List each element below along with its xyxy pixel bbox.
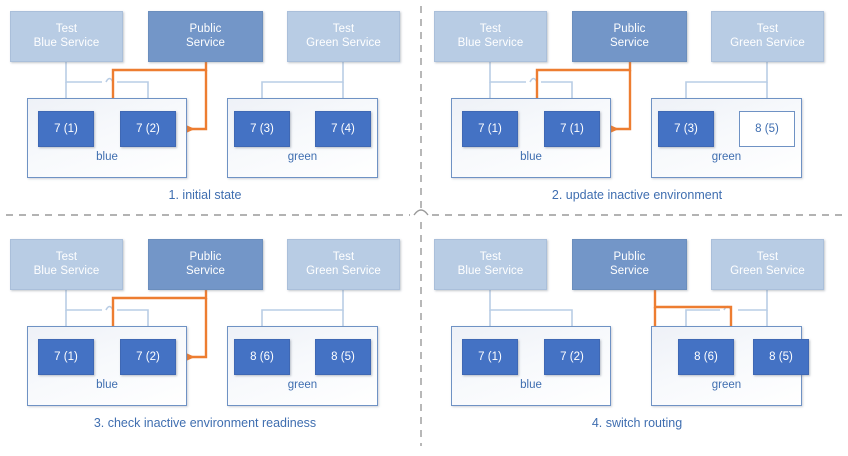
label-line-2: Green Service <box>730 264 805 277</box>
public-service-label: Public Service <box>610 251 649 278</box>
test-green-service-label: Test Green Service <box>730 251 805 278</box>
test-blue-service-label: Test Blue Service <box>34 23 100 50</box>
public-service-label: Public Service <box>186 251 225 278</box>
test-blue-service-box[interactable]: Test Blue Service <box>10 239 123 290</box>
public-service-label: Public Service <box>610 23 649 50</box>
test-green-service-box[interactable]: Test Green Service <box>287 11 400 62</box>
test-blue-service-label: Test Blue Service <box>458 23 524 50</box>
label-line-2: Blue Service <box>33 264 100 277</box>
label-line-1: Test <box>479 23 502 35</box>
test-green-service-box[interactable]: Test Green Service <box>711 11 824 62</box>
test-blue-service-box[interactable]: Test Blue Service <box>434 11 547 62</box>
label-line-1: Test <box>756 251 779 263</box>
test-green-service-label: Test Green Service <box>730 23 805 50</box>
label-line-1: Public <box>613 23 646 35</box>
label-line-2: Green Service <box>730 36 805 49</box>
instance-box[interactable]: 7 (3) <box>234 111 290 147</box>
instance-box[interactable]: 8 (6) <box>678 339 734 375</box>
panel-caption: 1. initial state <box>168 188 242 202</box>
test-blue-service-box[interactable]: Test Blue Service <box>434 239 547 290</box>
label-line-1: Public <box>189 23 222 35</box>
environment-label: green <box>287 151 318 163</box>
label-line-2: Service <box>185 36 226 49</box>
public-service-box[interactable]: Public Service <box>148 11 263 62</box>
panel-caption: 2. update inactive environment <box>551 188 723 202</box>
public-service-box[interactable]: Public Service <box>572 239 687 290</box>
instance-box[interactable]: 8 (5) <box>753 339 809 375</box>
environment-label: blue <box>96 151 118 163</box>
environment-label: blue <box>520 379 542 391</box>
label-line-2: Blue Service <box>457 36 524 49</box>
instance-box[interactable]: 7 (1) <box>38 111 94 147</box>
label-line-1: Public <box>189 251 222 263</box>
label-line-1: Public <box>613 251 646 263</box>
instance-box[interactable]: 7 (3) <box>658 111 714 147</box>
label-line-1: Test <box>55 23 78 35</box>
test-green-service-box[interactable]: Test Green Service <box>287 239 400 290</box>
instance-box[interactable]: 8 (6) <box>234 339 290 375</box>
label-line-2: Service <box>609 36 650 49</box>
label-line-2: Service <box>609 264 650 277</box>
label-line-1: Test <box>479 251 502 263</box>
panel-caption: 4. switch routing <box>591 416 683 430</box>
instance-box[interactable]: 7 (1) <box>462 111 518 147</box>
label-line-1: Test <box>756 23 779 35</box>
label-line-2: Blue Service <box>33 36 100 49</box>
environment-label: blue <box>96 379 118 391</box>
instance-box[interactable]: 7 (2) <box>544 339 600 375</box>
test-green-service-label: Test Green Service <box>306 23 381 50</box>
label-line-1: Test <box>55 251 78 263</box>
test-blue-service-label: Test Blue Service <box>458 251 524 278</box>
public-service-label: Public Service <box>186 23 225 50</box>
panel-dividers <box>6 6 842 446</box>
test-green-service-box[interactable]: Test Green Service <box>711 239 824 290</box>
public-service-box[interactable]: Public Service <box>148 239 263 290</box>
label-line-2: Green Service <box>306 264 381 277</box>
instance-box[interactable]: 7 (2) <box>120 111 176 147</box>
environment-label: green <box>711 151 742 163</box>
environment-label: green <box>711 379 742 391</box>
public-service-box[interactable]: Public Service <box>572 11 687 62</box>
instance-box[interactable]: 7 (1) <box>462 339 518 375</box>
label-line-1: Test <box>332 251 355 263</box>
instance-box[interactable]: 7 (2) <box>120 339 176 375</box>
label-line-2: Service <box>185 264 226 277</box>
instance-box-pending[interactable]: 8 (5) <box>739 111 795 147</box>
instance-box[interactable]: 7 (4) <box>315 111 371 147</box>
instance-box[interactable]: 7 (1) <box>38 339 94 375</box>
test-blue-service-label: Test Blue Service <box>34 251 100 278</box>
test-blue-service-box[interactable]: Test Blue Service <box>10 11 123 62</box>
instance-box[interactable]: 7 (1) <box>544 111 600 147</box>
environment-label: blue <box>520 151 542 163</box>
test-green-service-label: Test Green Service <box>306 251 381 278</box>
panel-caption: 3. check inactive environment readiness <box>93 416 317 430</box>
label-line-2: Green Service <box>306 36 381 49</box>
environment-label: green <box>287 379 318 391</box>
label-line-1: Test <box>332 23 355 35</box>
label-line-2: Blue Service <box>457 264 524 277</box>
instance-box[interactable]: 8 (5) <box>315 339 371 375</box>
